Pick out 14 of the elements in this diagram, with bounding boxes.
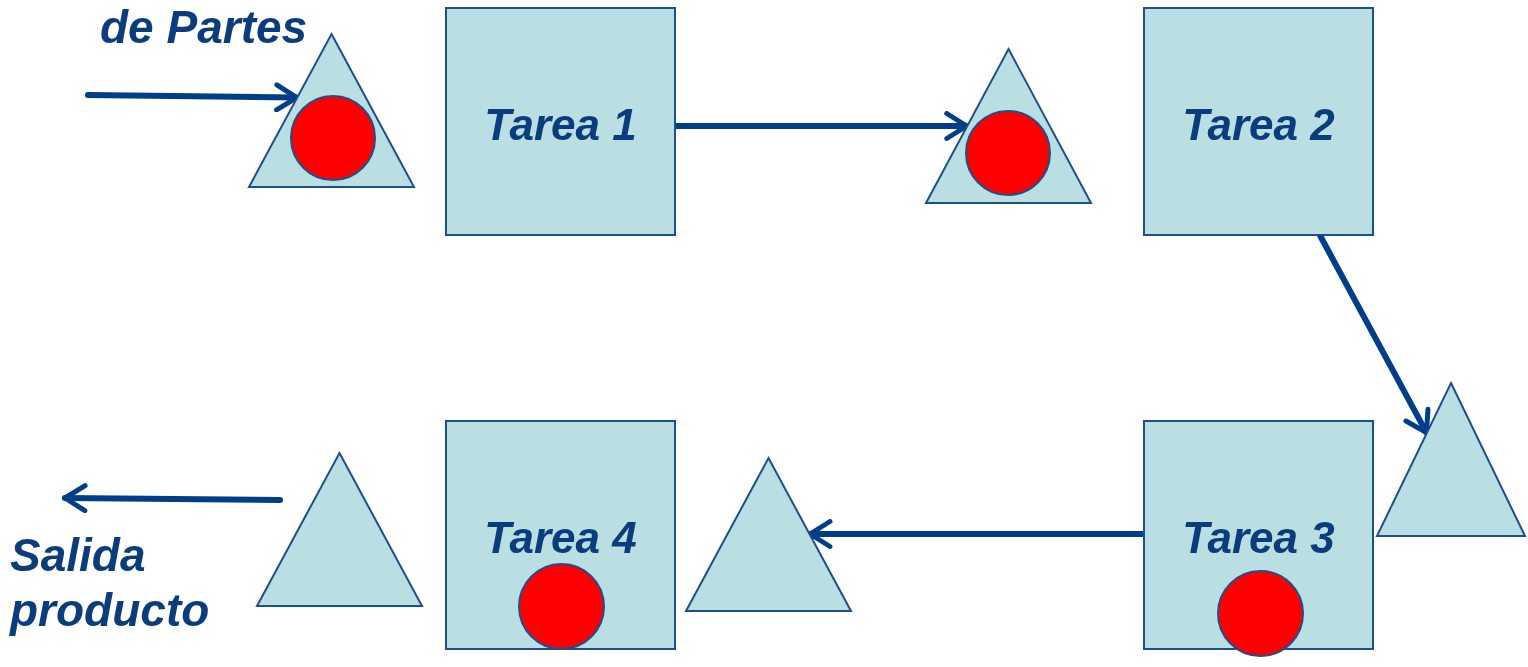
task-label: Tarea 3: [1181, 514, 1336, 563]
caption-text: Salida producto: [10, 528, 211, 639]
arrow: [62, 483, 283, 514]
inventory-triangle: [685, 457, 852, 612]
task-label: Tarea 2: [1181, 101, 1336, 150]
task-label: Tarea 4: [483, 514, 638, 563]
task-box: [1143, 7, 1374, 236]
inventory-triangle: [256, 452, 423, 607]
inventory-triangle: [1376, 382, 1526, 537]
task-box: [445, 420, 676, 650]
caption-text: de Partes: [100, 0, 308, 55]
task-label: Tarea 1: [483, 101, 638, 150]
inventory-triangle: [925, 48, 1092, 204]
task-box: [445, 7, 676, 236]
